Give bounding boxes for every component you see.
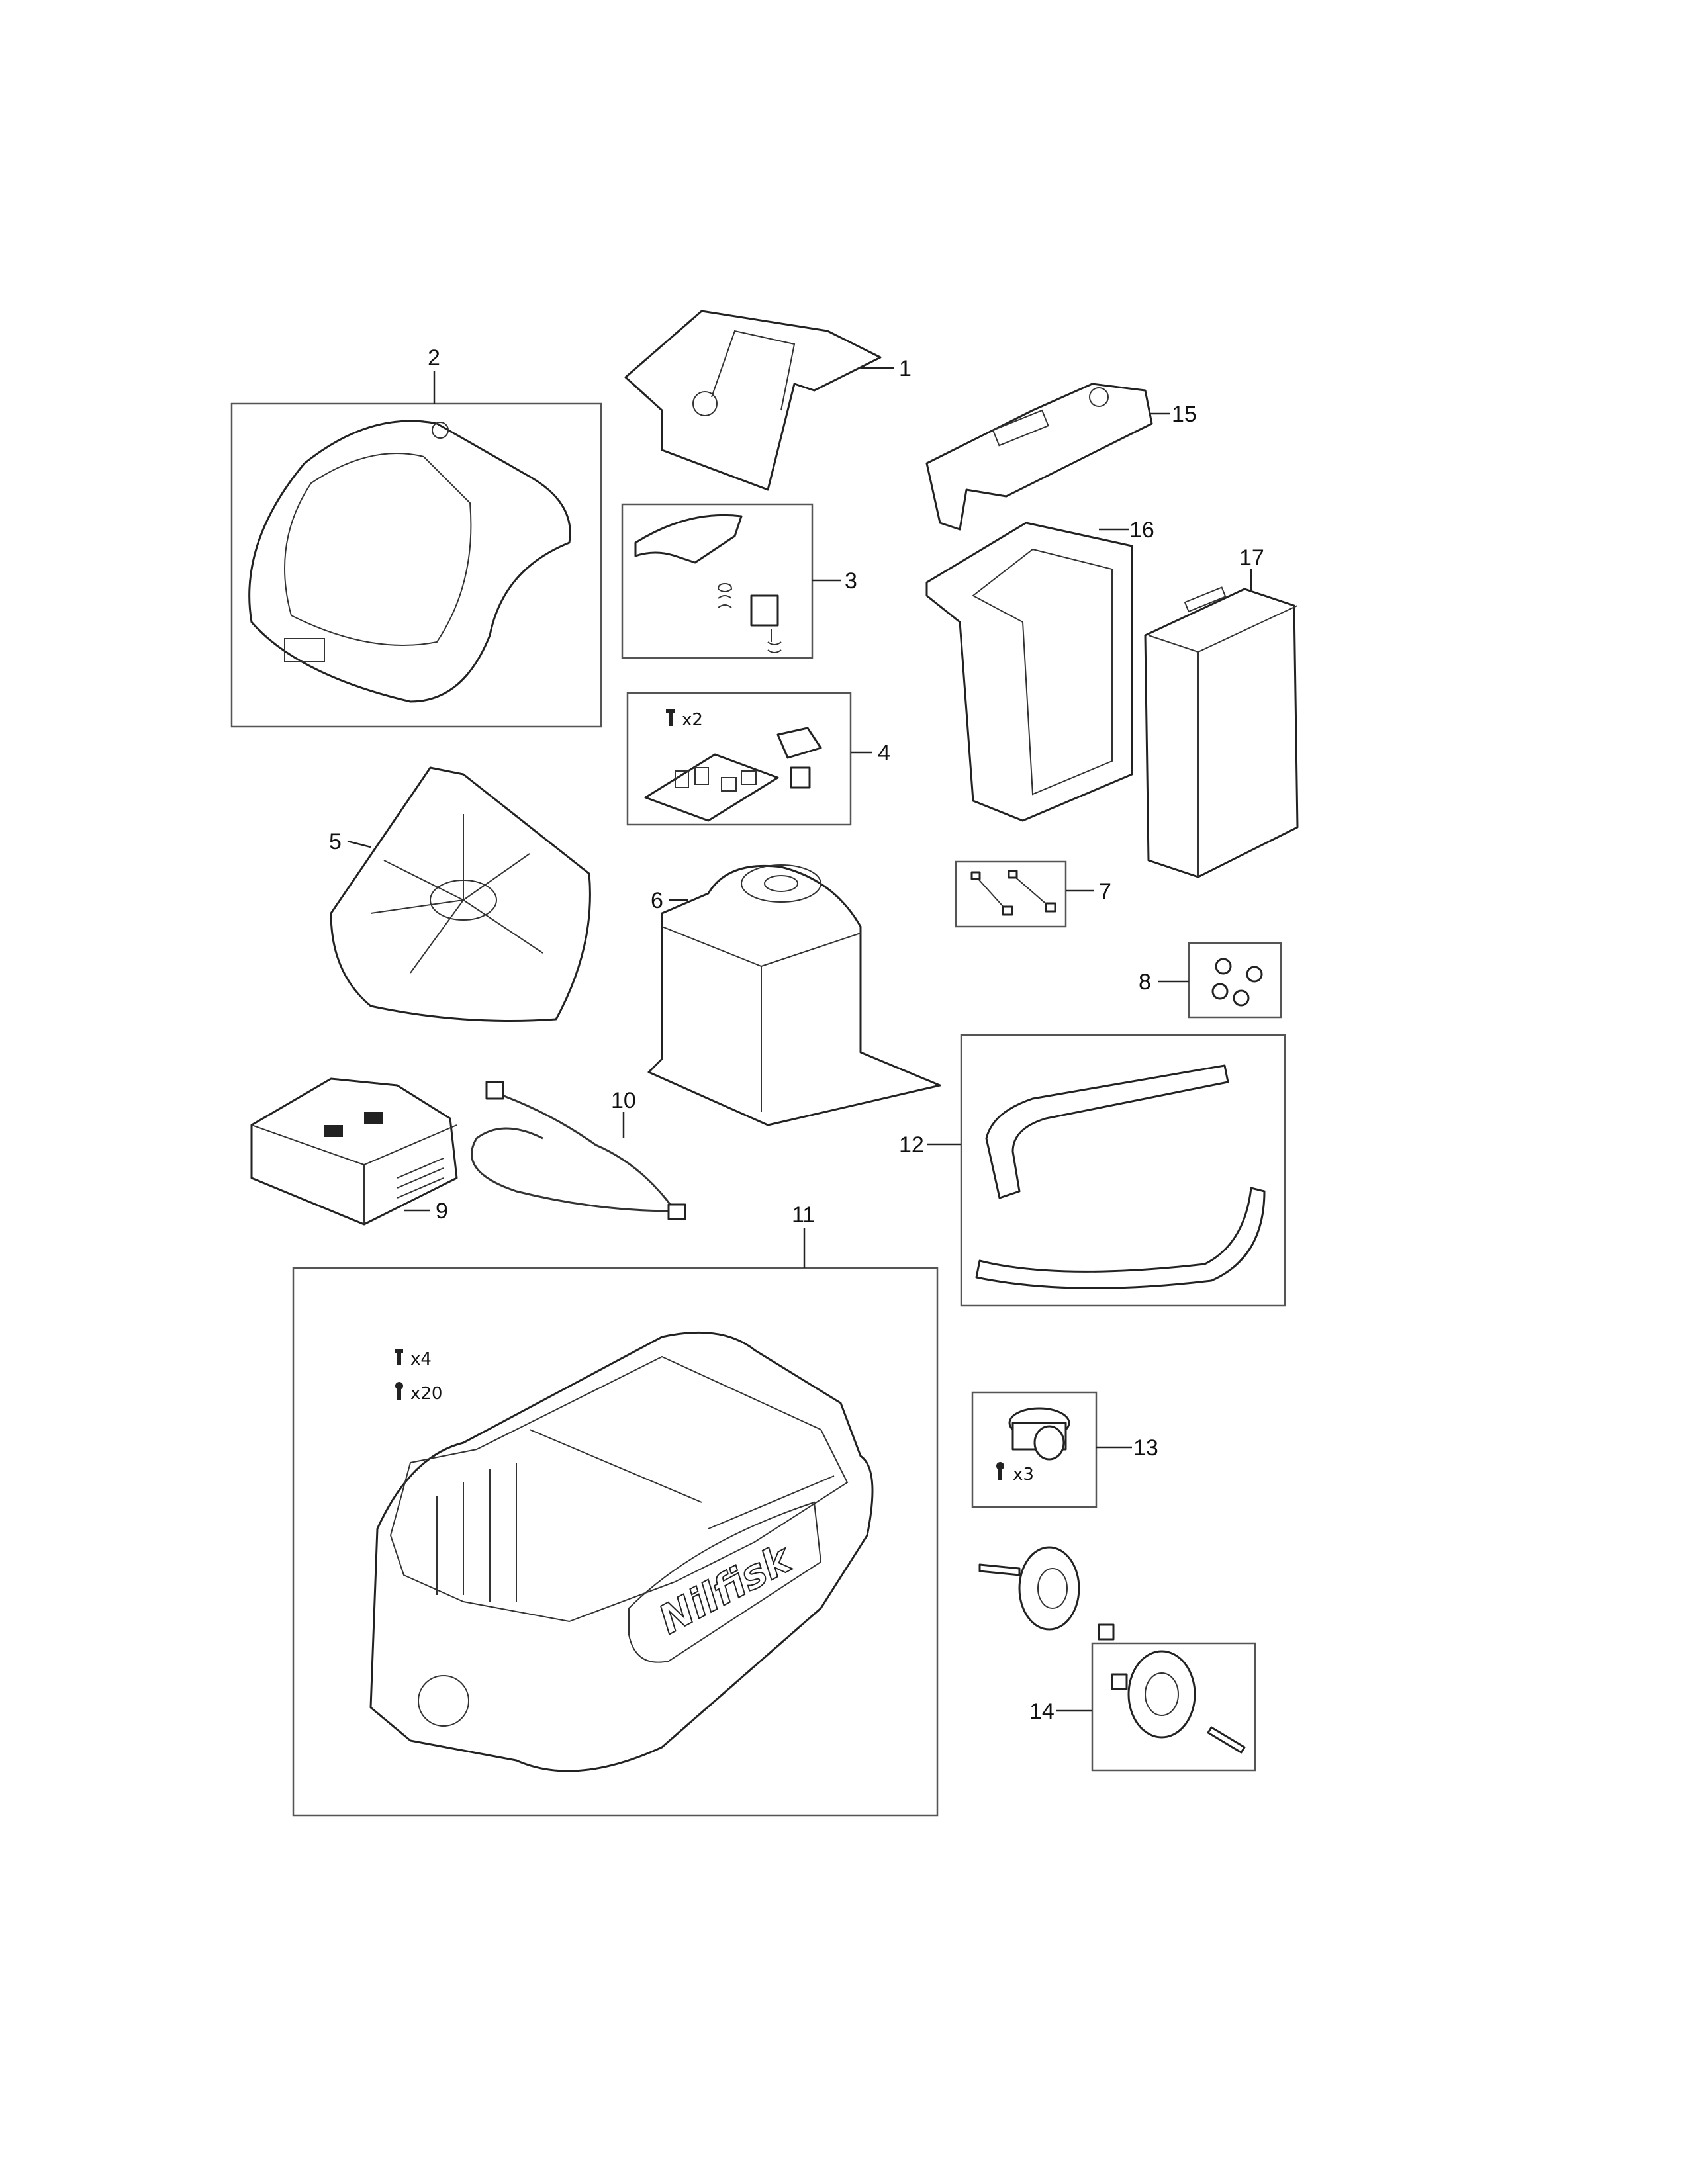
part-4-circuit-board-kit: x2 — [644, 709, 822, 822]
label-10: 10 — [611, 1088, 636, 1113]
part-11-quantity-b: x20 — [410, 1384, 442, 1404]
label-14: 14 — [1029, 1699, 1055, 1724]
part-4-box — [626, 692, 852, 826]
part-4-quantity: x2 — [682, 710, 703, 730]
part-16-battery-holder — [925, 522, 1133, 822]
part-8-nut-set — [1211, 958, 1263, 1007]
label-5: 5 — [329, 829, 342, 854]
label-2: 2 — [428, 345, 440, 371]
part-17-battery — [1144, 586, 1299, 878]
part-15-control-panel — [925, 383, 1153, 531]
label-7: 7 — [1099, 879, 1111, 904]
part-14-box — [1091, 1642, 1256, 1772]
label-13: 13 — [1133, 1435, 1158, 1461]
part-3-latch-kit — [634, 514, 782, 653]
part-13-castor-wheel: x3 — [996, 1407, 1070, 1484]
screw-icon — [996, 1462, 1004, 1480]
part-10-power-cord — [471, 1081, 686, 1220]
part-1-handle-cover — [624, 310, 882, 491]
part-11-box — [292, 1267, 939, 1817]
label-3: 3 — [845, 569, 857, 594]
part-8-box — [1188, 942, 1282, 1019]
leader-lines — [347, 367, 1252, 1712]
part-11-quantity-a: x4 — [410, 1349, 432, 1369]
label-4: 4 — [878, 741, 890, 766]
label-9: 9 — [436, 1199, 448, 1224]
screw-icon — [666, 709, 675, 726]
part-2-lid — [248, 420, 571, 703]
label-1: 1 — [899, 356, 912, 381]
part-9-charger — [250, 1077, 458, 1226]
part-13-quantity: x3 — [1013, 1465, 1034, 1484]
label-15: 15 — [1172, 402, 1197, 427]
part-2-box — [230, 402, 602, 728]
part-5-filter-frame — [330, 766, 591, 1022]
label-12: 12 — [899, 1132, 924, 1158]
label-11: 11 — [792, 1203, 815, 1228]
part-11-housing: x4 x20 Nilfisk — [369, 1331, 874, 1772]
part-7-box — [955, 860, 1067, 928]
part-12-bumper-strip — [975, 1064, 1266, 1289]
label-17: 17 — [1239, 545, 1264, 570]
part-12-box — [960, 1034, 1286, 1307]
part-7-cable-set — [970, 870, 1056, 916]
part-labels: 1 2 3 4 5 6 7 8 9 10 11 12 13 14 15 16 1… — [329, 345, 1264, 1724]
label-16: 16 — [1129, 518, 1154, 543]
screw-icon — [395, 1349, 403, 1365]
label-6: 6 — [651, 888, 663, 913]
part-13-box — [971, 1391, 1098, 1508]
screw-icon — [395, 1382, 403, 1400]
label-8: 8 — [1139, 970, 1151, 995]
part-6-motor — [647, 864, 941, 1126]
part-14-wheel-kit — [978, 1546, 1246, 1754]
